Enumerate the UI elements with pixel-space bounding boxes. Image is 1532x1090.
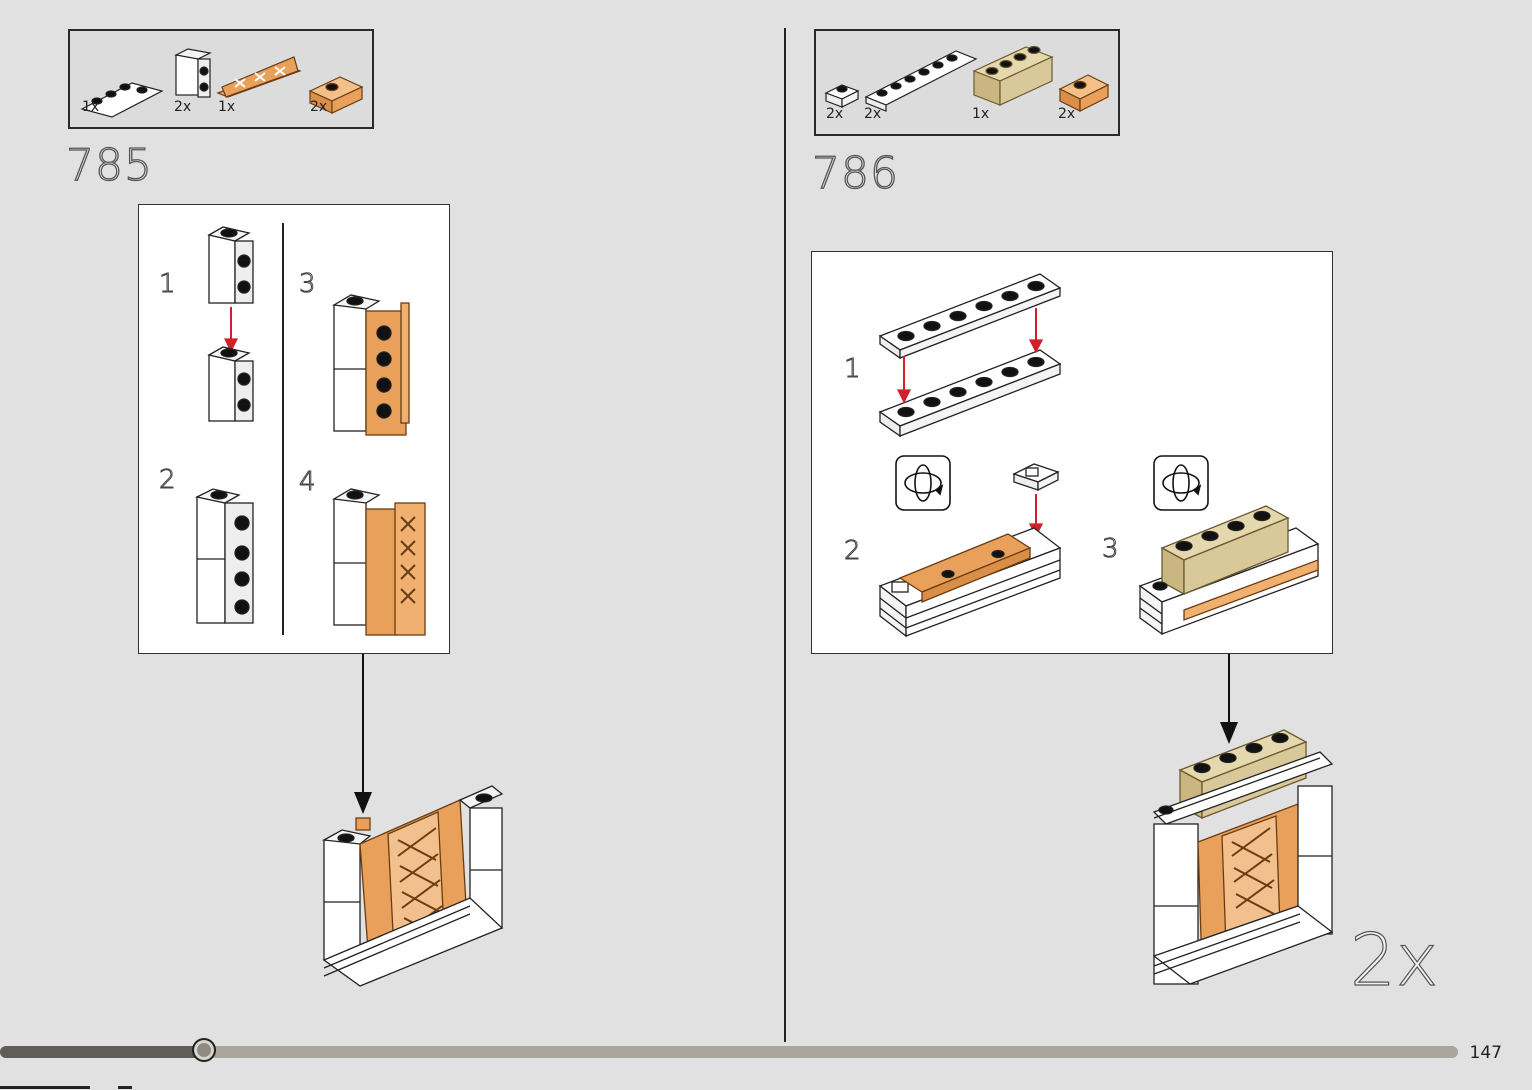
parts-list-785: 1x 2x 1x 2x: [68, 29, 374, 129]
part-qty: 2x: [174, 99, 191, 115]
part-qty: 1x: [218, 99, 235, 115]
part-qty: 1x: [82, 99, 99, 115]
substep-box-786: 1 2 3: [811, 251, 1333, 654]
part-white-tile-icon: [826, 85, 858, 107]
part-qty: 2x: [864, 106, 881, 122]
step-number-785: 785: [66, 140, 153, 191]
footer-mark: [0, 1086, 90, 1089]
multiplier-label: 2x: [1350, 918, 1438, 1002]
assembly-model-785: [320, 780, 520, 990]
progress-track: [0, 1046, 1458, 1058]
page-number: 147: [1470, 1043, 1502, 1063]
part-qty: 1x: [972, 106, 989, 122]
part-orange-fence-icon: [218, 57, 300, 97]
part-white-brick-icon: [176, 49, 210, 97]
footer-mark: [118, 1086, 132, 1089]
part-qty: 2x: [310, 99, 327, 115]
substep-786-illustrations: [812, 252, 1334, 655]
part-white-plate-icon: [70, 31, 376, 131]
progress-fill: [0, 1046, 204, 1058]
page-divider: [784, 28, 786, 1042]
parts-list-786: 2x 2x 1x 2x: [814, 29, 1120, 136]
rotate-icon: [1154, 456, 1208, 510]
step-number-786: 786: [812, 148, 899, 199]
assembly-model-786: [1150, 726, 1340, 986]
part-qty: 2x: [826, 106, 843, 122]
progress-knob[interactable]: [192, 1038, 216, 1062]
parts-786-icons: [816, 31, 1122, 138]
part-white-plate-long-icon: [866, 51, 976, 111]
substep-785-illustrations: [139, 205, 451, 655]
rotate-icon: [896, 456, 950, 510]
substep-box-785: 1 2 3 4: [138, 204, 450, 654]
part-qty: 2x: [1058, 106, 1075, 122]
part-tan-brick-icon: [974, 47, 1052, 106]
